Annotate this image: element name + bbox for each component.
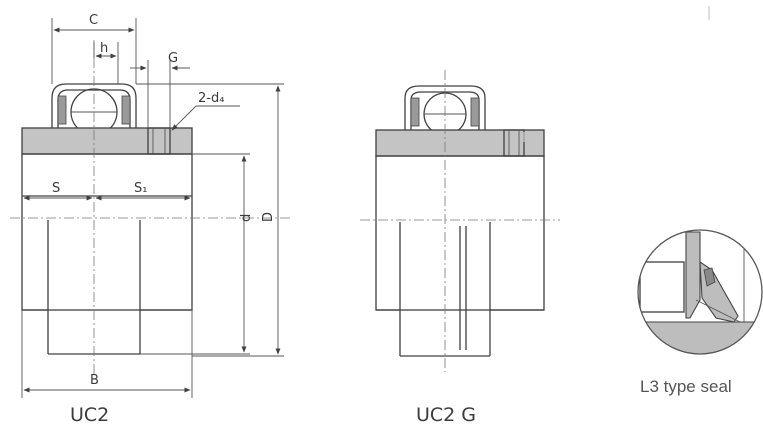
dim-big-d-label: D [261, 212, 276, 222]
dim-d-label: d [239, 214, 254, 222]
caption-uc2: UC2 [70, 404, 109, 426]
uc2g-inner-ring-band [375, 129, 545, 157]
uc2-drawing: C h G 2-d₄ S S₁ d D B UC2 [10, 13, 290, 426]
dim-s-label: S [52, 181, 60, 196]
uc2-body [21, 153, 193, 311]
uc2-inner-ring-band [21, 127, 193, 155]
caption-l3-seal: L3 type seal [640, 377, 732, 396]
dim-c-label: C [89, 13, 98, 28]
dim-h-label: h [100, 41, 108, 56]
dim-b-label: B [90, 373, 99, 388]
dim-g-label: G [168, 51, 178, 66]
l3-seal-detail: L3 type seal [523, 6, 763, 396]
caption-uc2g: UC2 G [416, 404, 476, 426]
dim-d4-label: 2-d₄ [198, 91, 224, 106]
dim-s1-label: S₁ [134, 181, 147, 196]
uc2g-drawing: UC2 G [360, 70, 560, 426]
